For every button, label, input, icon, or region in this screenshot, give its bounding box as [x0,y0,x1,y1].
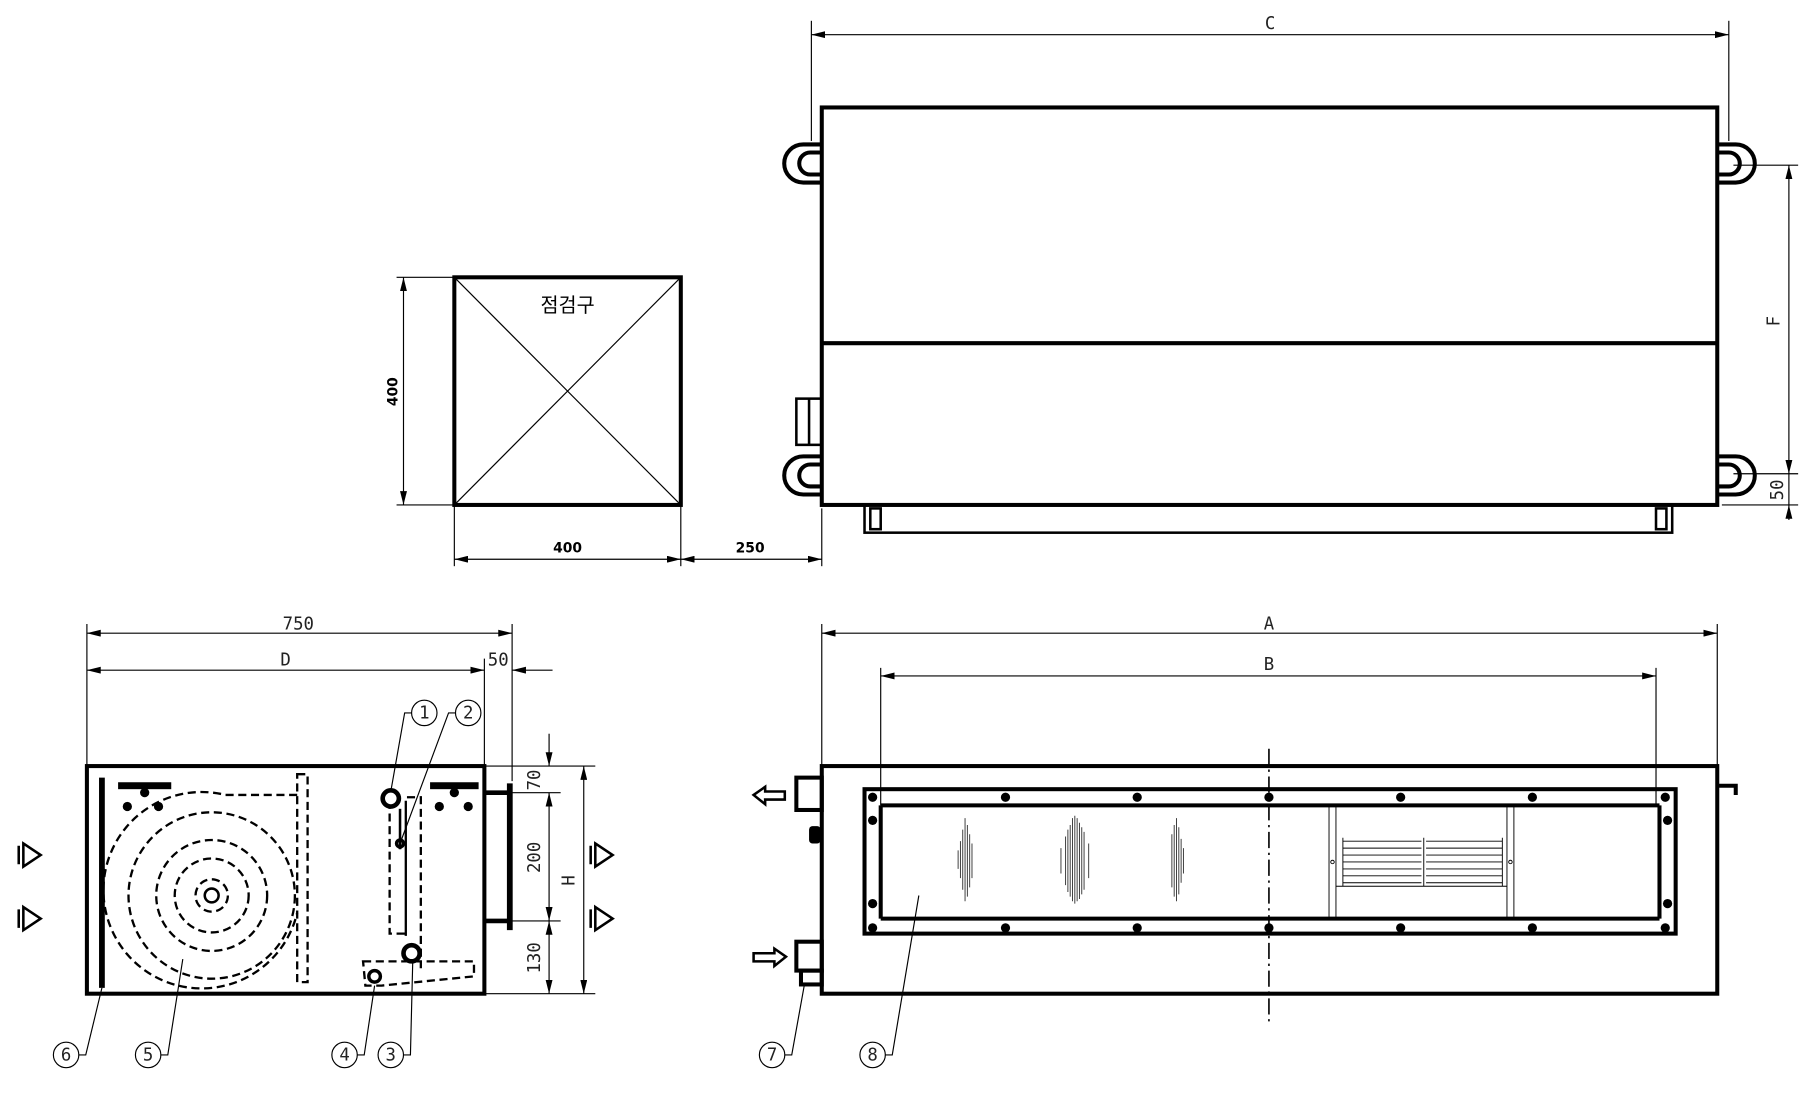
callout-8: 8 [859,1041,886,1069]
callout-2: 2 [454,699,482,727]
coil [361,788,476,987]
svg-text:6: 6 [61,1046,71,1066]
hatch-offset-label: 250 [736,540,765,556]
dim-f-label: F [1765,316,1785,326]
inspection-hatch-label: 점검구 [540,294,594,317]
hatch-height-label: 400 [386,377,402,406]
callouts: 1 2 3 4 5 6 7 8 [52,699,920,1069]
svg-text:5: 5 [143,1046,153,1066]
svg-text:3: 3 [386,1046,396,1066]
dim-h-label: H [560,875,580,885]
callout-6: 6 [52,1041,80,1069]
coil-fins [957,815,1184,904]
svg-text:1: 1 [419,704,429,724]
front-view: A B [751,615,1738,1024]
svg-text:4: 4 [339,1046,349,1066]
blower-fan [1328,805,1515,919]
dim-70-label: 70 [525,769,545,790]
pipe-connections [751,775,824,987]
hanger-brackets [782,142,1757,497]
callout-3: 3 [377,1041,405,1069]
dim-50-label: 50 [1768,479,1788,500]
dim-a-label: A [1264,615,1275,635]
svg-text:7: 7 [767,1046,777,1066]
dim-b-label: B [1264,655,1274,675]
svg-text:8: 8 [867,1046,877,1066]
side-view: 750 D 50 70 200 130 H [17,615,615,996]
top-view: C F 50 [782,14,1799,534]
callout-7: 7 [758,1041,786,1069]
fan-scroll [102,773,309,990]
bolt-holes [867,792,1673,933]
dim-200-label: 200 [525,842,545,873]
dim-c-label: C [1265,14,1275,34]
dim-130-label: 130 [525,942,545,973]
inspection-hatch: 점검구 400 400 250 [386,275,823,567]
duct-flange [484,783,513,931]
callout-4: 4 [331,1041,358,1069]
dim-750-label: 750 [283,615,314,635]
airflow-arrow-icons [17,841,615,933]
hatch-width-label: 400 [553,540,582,556]
callout-1: 1 [411,699,438,727]
dim-50-side-label: 50 [488,651,509,671]
svg-text:2: 2 [463,704,473,724]
mounting-rail [863,503,1674,534]
dim-d-label: D [280,651,290,671]
callout-5: 5 [134,1041,162,1069]
